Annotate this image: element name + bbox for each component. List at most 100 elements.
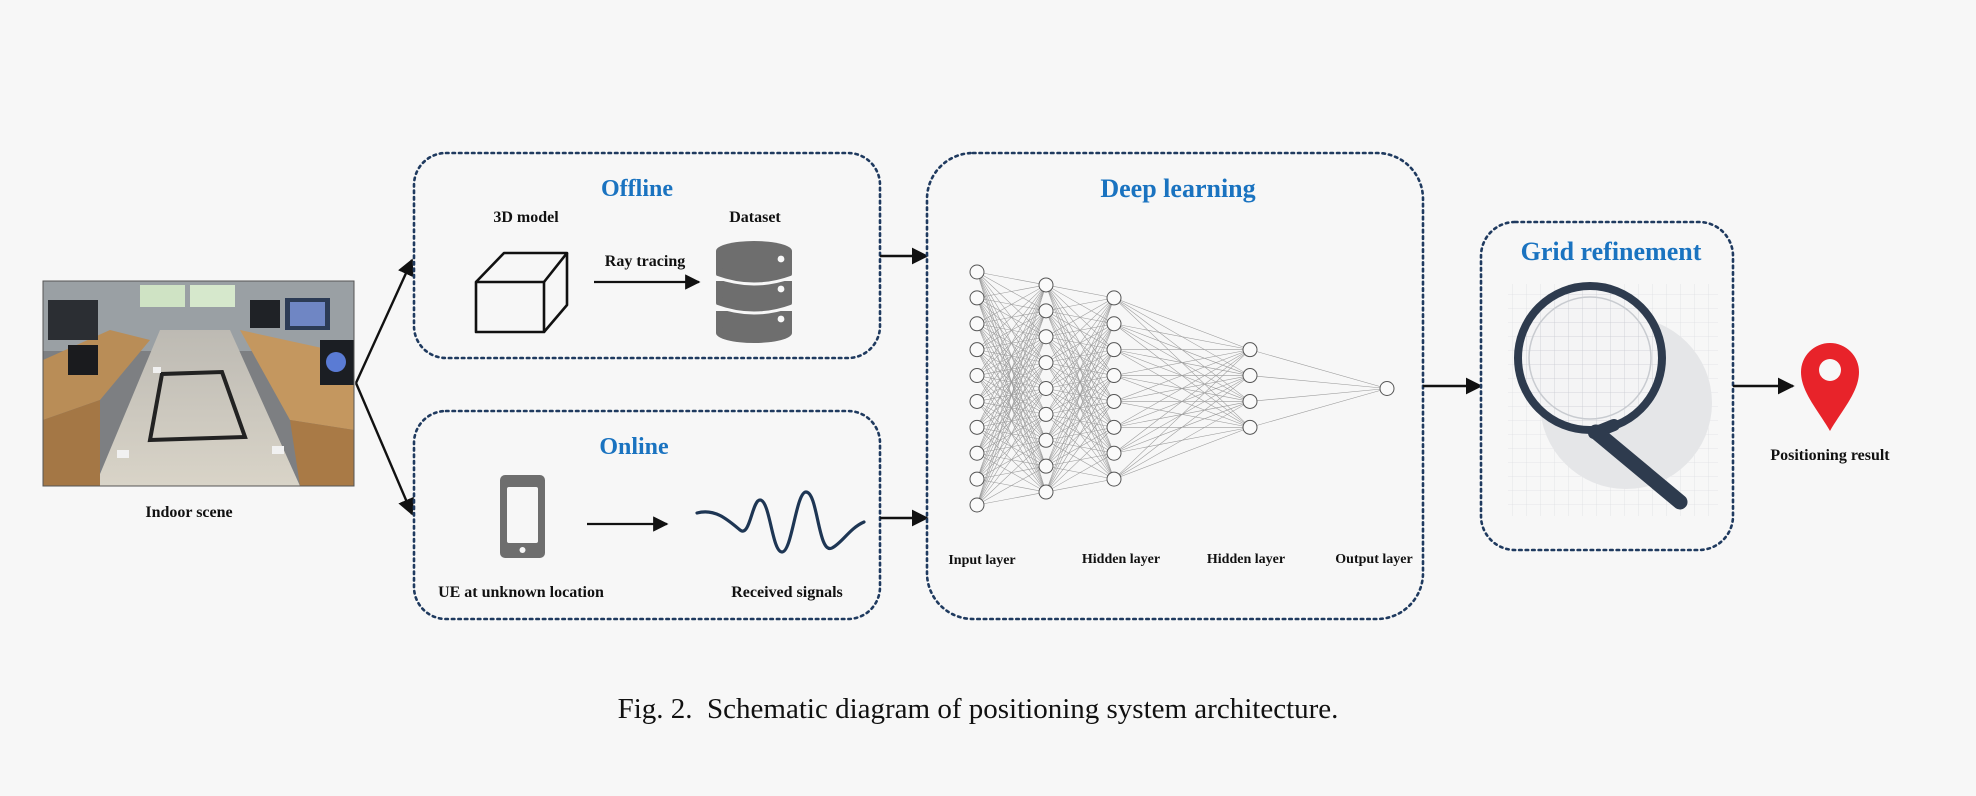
network-node [1038, 406, 1054, 422]
dataset-label: Dataset [729, 209, 781, 226]
network-node [1038, 277, 1054, 293]
network-node [969, 445, 985, 461]
network-edge [1045, 478, 1115, 493]
network-edge [1113, 349, 1251, 480]
network-edge [1249, 375, 1388, 389]
online-box [412, 409, 882, 621]
network-edge [976, 284, 1047, 428]
network-node [1106, 368, 1122, 384]
network-node [1038, 432, 1054, 448]
network-edge [1249, 388, 1388, 402]
network-edge [1045, 297, 1115, 337]
network-edge [1113, 297, 1251, 350]
figure-caption: Fig. 2. Schematic diagram of positioning… [618, 693, 1339, 725]
network-edge [1045, 452, 1115, 493]
network-node [1242, 393, 1258, 409]
network-edge [1249, 349, 1388, 389]
network-edge [976, 465, 1047, 506]
network-edge [976, 284, 1047, 480]
network-node [1038, 355, 1054, 371]
network-node [1242, 419, 1258, 435]
network-edge [976, 310, 1047, 506]
network-node [1379, 381, 1395, 396]
database-icon [715, 241, 793, 343]
network-node [969, 419, 985, 435]
network-node [1038, 381, 1054, 396]
location-pin-icon [1801, 343, 1859, 431]
signal-wave-icon [695, 490, 866, 554]
network-node [969, 264, 985, 280]
indoor-scene-label: Indoor scene [145, 504, 232, 521]
network-edge [1249, 388, 1388, 428]
network-node [1242, 368, 1258, 384]
network-node [969, 290, 985, 306]
network-edge [1113, 349, 1251, 376]
network-edge [1113, 375, 1251, 480]
arrow-to-offline [354, 258, 414, 384]
network-edge [976, 284, 1047, 325]
received-signals-label: Received signals [731, 584, 843, 601]
network-node [1038, 484, 1054, 500]
network-edge [976, 336, 1047, 506]
network-edge [976, 284, 1047, 299]
network-edge [1045, 297, 1115, 312]
network-edge [1045, 297, 1115, 389]
network-edge [976, 388, 1047, 506]
neural-network-edges [976, 271, 1388, 506]
output-layer-label: Output layer [1335, 552, 1412, 567]
offline-title: Offline [601, 176, 673, 202]
hidden-layer-1-label: Hidden layer [1082, 552, 1160, 567]
network-node [969, 497, 985, 513]
network-edge [1113, 427, 1251, 480]
hidden-layer-2-label: Hidden layer [1207, 552, 1285, 567]
network-node [1106, 445, 1122, 461]
online-title: Online [599, 434, 669, 460]
network-node [1106, 316, 1122, 332]
network-edge [1113, 349, 1251, 428]
network-edge [1045, 349, 1115, 493]
network-edge [1045, 297, 1115, 441]
network-node [1106, 393, 1122, 409]
ray-tracing-label: Ray tracing [605, 253, 685, 270]
network-node [1038, 303, 1054, 319]
network-edge [1045, 323, 1115, 493]
network-edge [976, 414, 1047, 506]
network-edge [1045, 427, 1115, 493]
network-node [969, 471, 985, 487]
network-node [969, 368, 985, 384]
network-node [969, 316, 985, 332]
arrow-to-online [354, 382, 414, 516]
network-edge [1045, 284, 1115, 299]
network-edge [1113, 349, 1251, 454]
network-edge [1113, 401, 1251, 480]
network-edge [976, 284, 1047, 350]
network-node [969, 342, 985, 358]
cube-icon [474, 251, 569, 334]
network-edge [976, 284, 1047, 402]
network-edge [976, 362, 1047, 506]
network-node [1106, 471, 1122, 487]
indoor-scene-photo [42, 280, 355, 487]
network-edge [976, 440, 1047, 506]
positioning-result-label: Positioning result [1770, 447, 1890, 464]
input-layer-label: Input layer [948, 553, 1015, 568]
network-node [969, 393, 985, 409]
network-edge [976, 284, 1047, 454]
network-node [1038, 329, 1054, 345]
network-node [1242, 342, 1258, 358]
network-edge [976, 284, 1047, 376]
network-node [1106, 419, 1122, 435]
neural-network-nodes [969, 264, 1395, 513]
network-edge [976, 491, 1047, 506]
network-edge [1045, 297, 1115, 493]
magnifier-icon [1508, 282, 1718, 516]
network-edge [1045, 297, 1115, 467]
network-edge [1113, 349, 1251, 402]
ue-location-label: UE at unknown location [438, 584, 604, 601]
network-node [1106, 290, 1122, 306]
network-node [1038, 458, 1054, 474]
network-edge [1045, 297, 1115, 415]
network-edge [1113, 323, 1251, 350]
